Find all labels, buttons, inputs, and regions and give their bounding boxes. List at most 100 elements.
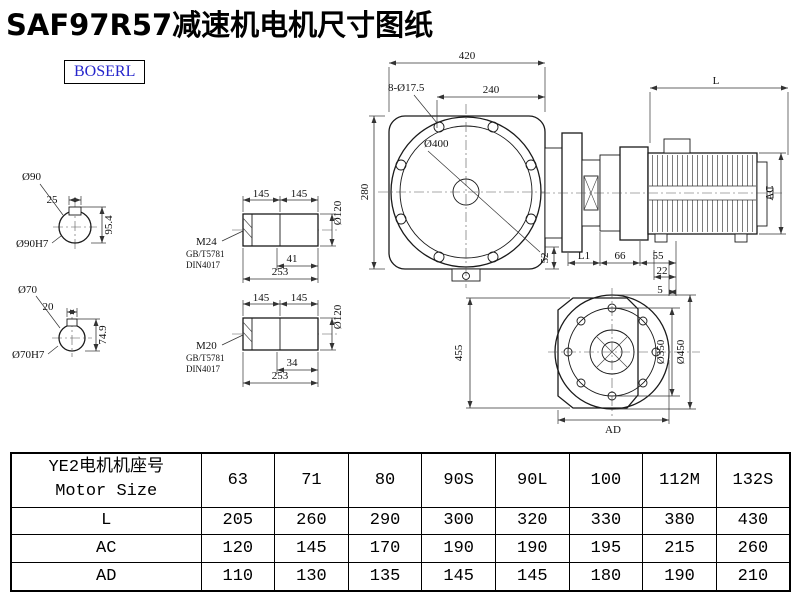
dim-AC: AC bbox=[764, 185, 776, 200]
dim-dia-450: Ø450 bbox=[675, 339, 687, 364]
table-cell: 260 bbox=[715, 534, 791, 564]
std-gb-top: GB/T5781 bbox=[186, 249, 225, 259]
row-label-AC: AC bbox=[10, 534, 202, 564]
std-gb-bottom: GB/T5781 bbox=[186, 353, 225, 363]
thread-m24: M24 bbox=[196, 236, 217, 248]
dim-fit-70h7: Ø70H7 bbox=[12, 349, 45, 361]
shaft-detail-m24: 145 145 Ø120 M24 GB/T5781 DIN4017 41 253 bbox=[186, 188, 344, 283]
dim-253-bottom: 253 bbox=[272, 370, 289, 382]
table-row-L: L 205 260 290 300 320 330 380 430 bbox=[10, 506, 791, 536]
table-cell: 145 bbox=[421, 562, 496, 592]
table-cell: 130 bbox=[274, 562, 349, 592]
size-col-90s: 90S bbox=[421, 452, 496, 508]
size-col-112m: 112M bbox=[642, 452, 717, 508]
dim-dia-400: Ø400 bbox=[424, 138, 449, 150]
page-title: SAF97R57减速机电机尺寸图纸 bbox=[6, 8, 434, 42]
table-cell: 110 bbox=[200, 562, 276, 592]
table-cell: 205 bbox=[200, 506, 276, 536]
dim-fit-90h7: Ø90H7 bbox=[16, 238, 49, 250]
keyway-70 bbox=[66, 318, 78, 327]
shaft-body-m24 bbox=[242, 213, 319, 247]
dim-455: 455 bbox=[453, 344, 465, 361]
dim-keyway-20: 20 bbox=[43, 301, 55, 313]
size-col-63: 63 bbox=[200, 452, 276, 508]
table-row-AD: AD 110 130 135 145 145 180 190 210 bbox=[10, 562, 791, 592]
size-col-80: 80 bbox=[347, 452, 423, 508]
dim-dia-70: Ø70 bbox=[18, 284, 37, 296]
dim-bolt-holes: 8-Ø17.5 bbox=[388, 82, 425, 94]
table-cell: 320 bbox=[495, 506, 570, 536]
dim-145-b: 145 bbox=[291, 188, 308, 200]
shaft-body-m20 bbox=[242, 317, 319, 351]
motor-dimension-table: YE2电机机座号 Motor Size 63 71 80 90S 90L 100… bbox=[10, 452, 791, 592]
motor-flange bbox=[619, 146, 649, 241]
table-cell: 190 bbox=[642, 562, 717, 592]
table-cell: 260 bbox=[274, 506, 349, 536]
dim-253-top: 253 bbox=[272, 266, 289, 278]
table-cell: 215 bbox=[642, 534, 717, 564]
keyway-90 bbox=[68, 206, 82, 216]
table-cell: 195 bbox=[568, 534, 644, 564]
table-header-cn: YE2电机机座号 bbox=[48, 457, 165, 477]
technical-drawing: 25 Ø90 95.4 Ø90H7 20 Ø70 74.9 Ø70H7 bbox=[12, 50, 789, 436]
motor-foot bbox=[654, 233, 668, 243]
table-header-en: Motor Size bbox=[55, 482, 158, 502]
std-din-bottom: DIN4017 bbox=[186, 364, 220, 374]
dim-41: 41 bbox=[287, 253, 298, 265]
size-col-90l: 90L bbox=[495, 452, 570, 508]
table-cell: 145 bbox=[495, 562, 570, 592]
table-cell: 170 bbox=[347, 534, 423, 564]
table-cell: 180 bbox=[568, 562, 644, 592]
row-label-AD: AD bbox=[10, 562, 202, 592]
dim-L: L bbox=[713, 75, 720, 87]
motor-foot bbox=[734, 233, 748, 243]
size-col-100: 100 bbox=[568, 452, 644, 508]
table-cell: 210 bbox=[715, 562, 791, 592]
dim-145-c: 145 bbox=[253, 292, 270, 304]
table-cell: 300 bbox=[421, 506, 496, 536]
dim-dia-350: Ø350 bbox=[655, 339, 667, 364]
output-flange-view: 455 Ø350 Ø450 AD bbox=[453, 288, 700, 436]
shaft-section-70: 20 Ø70 74.9 Ø70H7 bbox=[12, 284, 109, 361]
shaft-section-90: 25 Ø90 95.4 Ø90H7 bbox=[16, 171, 115, 250]
table-cell: 380 bbox=[642, 506, 717, 536]
table-header-motor-size: YE2电机机座号 Motor Size bbox=[10, 452, 202, 508]
gearbox-front-view: 420 240 8-Ø17.5 Ø400 280 52 bbox=[359, 50, 559, 288]
table-cell: 135 bbox=[347, 562, 423, 592]
thread-m20: M20 bbox=[196, 340, 217, 352]
table-cell: 330 bbox=[568, 506, 644, 536]
dim-66: 66 bbox=[615, 250, 627, 262]
dim-52: 52 bbox=[539, 253, 551, 264]
dim-74-9: 74.9 bbox=[97, 325, 109, 345]
table-row-AC: AC 120 145 170 190 190 195 215 260 bbox=[10, 534, 791, 564]
dim-280: 280 bbox=[359, 183, 371, 200]
table-cell: 190 bbox=[421, 534, 496, 564]
dim-420: 420 bbox=[459, 50, 476, 62]
brand-logo: BOSERL bbox=[64, 60, 146, 84]
terminal-box bbox=[663, 138, 691, 154]
flange-housing bbox=[557, 297, 639, 409]
dim-AD: AD bbox=[605, 424, 621, 436]
table-cell: 430 bbox=[715, 506, 791, 536]
dim-95-4: 95.4 bbox=[103, 215, 115, 235]
dim-145-a: 145 bbox=[253, 188, 270, 200]
dim-L1: L1 bbox=[578, 250, 590, 262]
table-cell: 145 bbox=[274, 534, 349, 564]
dim-22: 22 bbox=[657, 265, 668, 277]
dim-240: 240 bbox=[483, 84, 500, 96]
size-col-132s: 132S bbox=[715, 452, 791, 508]
table-cell: 120 bbox=[200, 534, 276, 564]
dim-55: 55 bbox=[653, 250, 665, 262]
motor-side-view: L AC L1 66 55 22 5 bbox=[540, 75, 789, 296]
dim-dia-90: Ø90 bbox=[22, 171, 41, 183]
dim-dia-120-top: Ø120 bbox=[332, 200, 344, 225]
table-cell: 190 bbox=[495, 534, 570, 564]
std-din-top: DIN4017 bbox=[186, 260, 220, 270]
row-label-L: L bbox=[10, 506, 202, 536]
shaft-detail-m20: 145 145 Ø120 M20 GB/T5781 DIN4017 34 253 bbox=[186, 292, 344, 387]
dim-5: 5 bbox=[657, 284, 663, 296]
dim-145-d: 145 bbox=[291, 292, 308, 304]
size-col-71: 71 bbox=[274, 452, 349, 508]
dim-dia-120-bottom: Ø120 bbox=[332, 304, 344, 329]
table-cell: 290 bbox=[347, 506, 423, 536]
